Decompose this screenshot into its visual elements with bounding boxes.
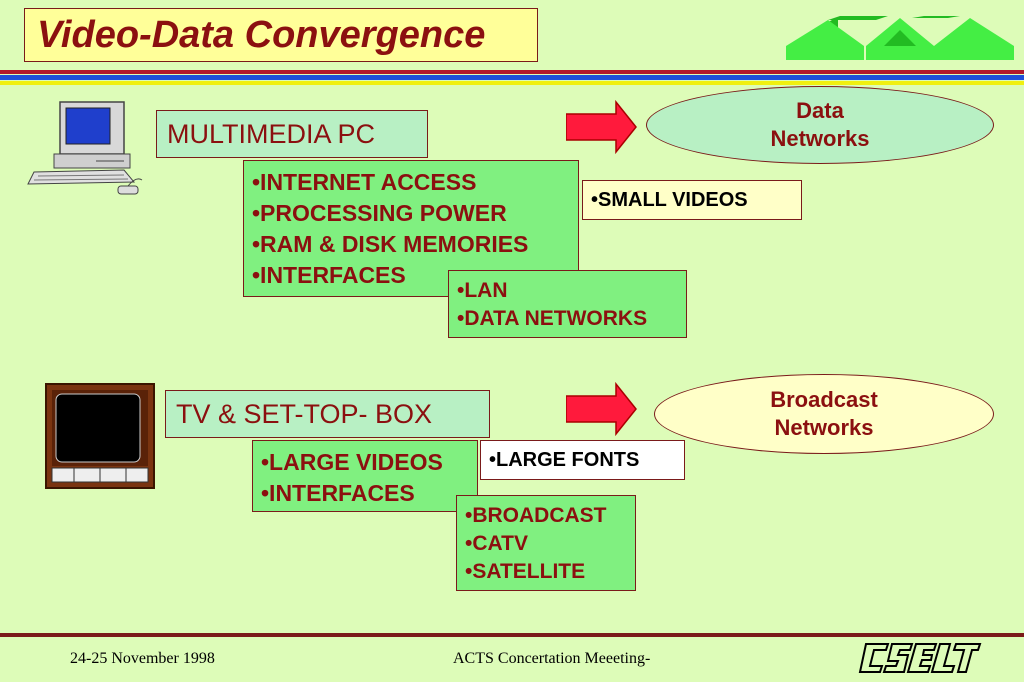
- list-item: •CATV: [465, 532, 528, 555]
- header-rule-red: [0, 70, 1024, 74]
- broadcast-networks-line2: Networks: [774, 415, 874, 440]
- tv-interfaces-box: •BROADCAST •CATV •SATELLITE: [456, 495, 636, 591]
- computer-icon: [27, 101, 143, 195]
- list-item: •BROADCAST: [465, 504, 607, 527]
- header-rule-blue: [0, 75, 1024, 80]
- header-rule-yellow: [0, 81, 1024, 85]
- list-item: •INTERFACES: [261, 480, 415, 506]
- footer-rule: [0, 633, 1024, 637]
- small-videos-note: •SMALL VIDEOS: [582, 180, 802, 220]
- large-fonts-text: •LARGE FONTS: [489, 448, 640, 471]
- data-networks-line2: Networks: [770, 126, 870, 151]
- footer-event: ACTS Concertation Meeeting-: [453, 650, 651, 667]
- list-item: •LAN: [457, 279, 508, 302]
- broadcast-networks-ellipse: Broadcast Networks: [654, 374, 994, 454]
- small-videos-text: •SMALL VIDEOS: [591, 188, 748, 211]
- large-fonts-note: •LARGE FONTS: [480, 440, 685, 480]
- list-item: •PROCESSING POWER: [252, 200, 507, 226]
- multimedia-pc-label-text: MULTIMEDIA PC: [167, 118, 376, 149]
- tv-features-box: •LARGE VIDEOS •INTERFACES: [252, 440, 478, 512]
- tv-set-top-box-label-text: TV & SET-TOP- BOX: [176, 398, 433, 429]
- cselt-logo: [858, 643, 982, 673]
- list-item: •SATELLITE: [465, 560, 586, 583]
- data-networks-ellipse: Data Networks: [646, 86, 994, 164]
- list-item: •RAM & DISK MEMORIES: [252, 231, 529, 257]
- tv-set-top-box-label: TV & SET-TOP- BOX: [165, 390, 490, 438]
- list-item: •LARGE VIDEOS: [261, 449, 443, 475]
- data-networks-line1: Data: [796, 98, 844, 123]
- multimedia-pc-label: MULTIMEDIA PC: [156, 110, 428, 158]
- right-arrow-icon: [566, 382, 637, 436]
- title-box: Video-Data Convergence: [24, 8, 538, 62]
- television-icon: [45, 383, 155, 489]
- slide-title: Video-Data Convergence: [37, 13, 486, 56]
- broadcast-networks-line1: Broadcast: [770, 387, 878, 412]
- pc-interfaces-box: •LAN •DATA NETWORKS: [448, 270, 687, 338]
- list-item: •DATA NETWORKS: [457, 307, 648, 330]
- footer-date: 24-25 November 1998: [70, 650, 215, 667]
- right-arrow-icon: [566, 100, 637, 154]
- green-arrows-logo: [786, 16, 1014, 60]
- list-item: •INTERNET ACCESS: [252, 169, 477, 195]
- list-item: •INTERFACES: [252, 262, 406, 288]
